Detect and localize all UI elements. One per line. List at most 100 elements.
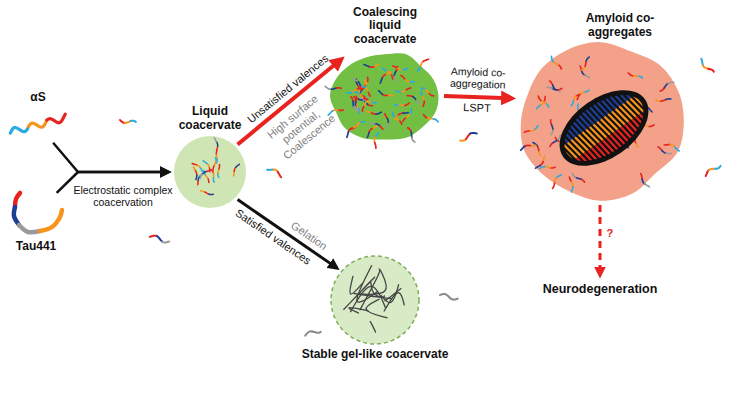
protein-chain xyxy=(357,84,359,89)
protein-chain xyxy=(352,101,354,106)
protein-chain xyxy=(367,132,369,137)
arrow-label: Electrostatic complex coacervation xyxy=(67,184,179,209)
protein-chain xyxy=(213,178,215,182)
protein-chain xyxy=(715,166,720,169)
protein-chain xyxy=(553,183,555,188)
protein-chain xyxy=(405,103,410,105)
protein-chain xyxy=(371,102,376,104)
fibril-strand xyxy=(569,162,582,179)
alpha-synuclein-chain-drawing xyxy=(6,108,70,142)
liquid-coacervate-drawing xyxy=(174,136,246,208)
protein-chain xyxy=(387,123,389,128)
fibril-strand xyxy=(614,86,627,103)
arrow-label: ? xyxy=(607,227,614,240)
protein-chain xyxy=(571,101,573,106)
protein-chain xyxy=(576,177,581,179)
protein-chain xyxy=(536,165,541,168)
protein-chain xyxy=(356,107,359,111)
protein-chain xyxy=(392,112,394,117)
protein-chain xyxy=(325,86,330,89)
protein-chain xyxy=(10,127,28,134)
protein-chain xyxy=(422,96,424,101)
process-arrow xyxy=(444,96,512,98)
node-heading: Amyloid co-aggregates xyxy=(565,12,675,40)
protein-chain xyxy=(360,85,362,90)
fibril-strand xyxy=(651,105,664,122)
protein-chain xyxy=(212,166,214,170)
protein-chain xyxy=(382,68,386,71)
fibril-strand xyxy=(547,132,560,149)
protein-chain xyxy=(666,153,671,155)
coalescing-coacervate: Coalescing liquid coacervate xyxy=(329,50,441,142)
protein-chain xyxy=(410,132,412,138)
protein-chain xyxy=(278,172,281,177)
protein-chain xyxy=(196,175,197,179)
protein-chain xyxy=(374,65,379,67)
protein-chain xyxy=(379,91,383,95)
protein-chain xyxy=(407,95,412,98)
fibril-strand xyxy=(573,159,586,176)
fibril-strand xyxy=(639,113,652,130)
protein-chain xyxy=(403,112,408,114)
protein-chain xyxy=(312,331,321,332)
protein-chain xyxy=(558,135,560,140)
process-arrow xyxy=(53,143,168,172)
protein-chain xyxy=(440,294,449,297)
protein-chain xyxy=(360,121,365,123)
protein-chain xyxy=(375,132,378,137)
protein-chain xyxy=(410,109,411,114)
protein-chain xyxy=(305,331,312,335)
protein-chain xyxy=(363,98,368,100)
arrow-label: Amyloid co-aggregation xyxy=(436,64,521,92)
aggregate-body xyxy=(521,42,684,201)
gel-body xyxy=(331,256,419,344)
protein-chain xyxy=(209,167,211,172)
protein-chain xyxy=(352,125,357,128)
protein-chain xyxy=(428,117,434,119)
protein-chain xyxy=(545,167,550,168)
protein-chain xyxy=(355,92,360,94)
protein-chain xyxy=(387,94,392,96)
node-heading: Liquid coacervate xyxy=(170,105,250,133)
protein-chain xyxy=(645,184,650,187)
fibril-strand xyxy=(643,110,656,127)
protein-chain xyxy=(362,106,363,111)
protein-chain xyxy=(577,104,579,109)
gel-network xyxy=(358,270,386,295)
fibril-strand xyxy=(599,96,612,113)
protein-chain xyxy=(203,161,207,164)
protein-chain xyxy=(379,125,383,129)
protein-chain xyxy=(369,66,374,68)
protein-chain xyxy=(47,114,65,123)
protein-chain xyxy=(214,138,216,142)
protein-chain xyxy=(162,241,169,242)
protein-chain xyxy=(40,210,62,231)
gel-coacervate: Stable gel-like coacervate xyxy=(331,256,419,344)
protein-chain xyxy=(394,117,398,120)
amyloid-fibril xyxy=(543,73,665,184)
protein-chain xyxy=(664,144,670,146)
protein-chain xyxy=(547,87,552,90)
protein-chain xyxy=(192,163,196,164)
protein-chain xyxy=(543,156,544,161)
process-arrow xyxy=(598,205,601,275)
fibril-strand xyxy=(647,108,660,125)
protein-chain xyxy=(470,132,477,135)
protein-chain xyxy=(675,147,679,151)
tau-chain: Tau441 xyxy=(6,190,66,236)
fibril-strand xyxy=(625,78,638,95)
fibril-strand xyxy=(555,127,568,144)
protein-chain xyxy=(585,61,586,66)
protein-chain xyxy=(586,57,589,61)
protein-chain xyxy=(347,132,349,138)
fibril-strand xyxy=(557,148,570,164)
protein-chain xyxy=(368,91,370,96)
fibril-strand xyxy=(558,124,571,141)
protein-chain xyxy=(372,126,377,128)
protein-chain xyxy=(394,76,395,81)
protein-chain xyxy=(540,167,545,169)
protein-chain xyxy=(556,175,561,178)
protein-chain xyxy=(633,75,638,77)
protein-chain xyxy=(706,170,709,176)
